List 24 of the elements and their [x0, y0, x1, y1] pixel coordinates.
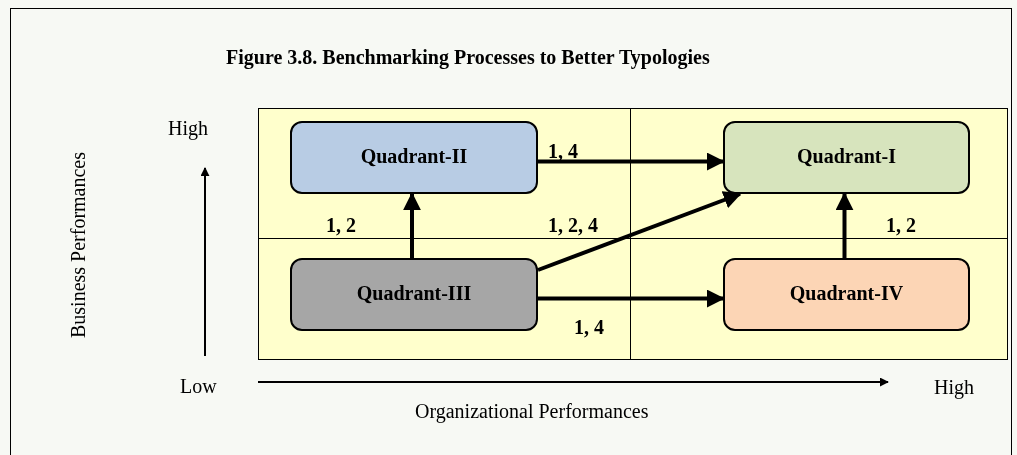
quadrant-box: [723, 258, 970, 331]
quadrant-label: Quadrant-I: [797, 144, 896, 169]
axis-tick-label: High: [934, 375, 974, 401]
quadrant-label: Quadrant-II: [360, 144, 468, 169]
edge-label: 1, 2, 4: [548, 213, 598, 238]
axis-tick-label: Low: [180, 374, 217, 399]
edge-label: 1, 2: [326, 213, 356, 238]
arrow: [538, 152, 725, 171]
quadrant-box: [290, 121, 538, 194]
figure-title: Figure 3.8. Benchmarking Processes to Better Typologies: [226, 45, 710, 71]
axis-title: Business Performances: [66, 151, 90, 339]
edge-label: 1, 4: [548, 139, 578, 164]
edge-label: 1, 2: [886, 213, 916, 238]
quadrant-box: [290, 258, 538, 331]
quadrant-label: Quadrant-IV: [789, 281, 904, 306]
axis-tick-label: High: [168, 116, 208, 142]
arrow: [537, 191, 742, 272]
arrow: [403, 192, 421, 258]
arrow: [538, 289, 725, 308]
quadrant-label: Quadrant-III: [356, 281, 472, 306]
axis-title: Organizational Performances: [415, 399, 649, 425]
quadrant-box: [723, 121, 970, 194]
edge-label: 1, 4: [574, 315, 604, 340]
arrow: [835, 192, 854, 258]
